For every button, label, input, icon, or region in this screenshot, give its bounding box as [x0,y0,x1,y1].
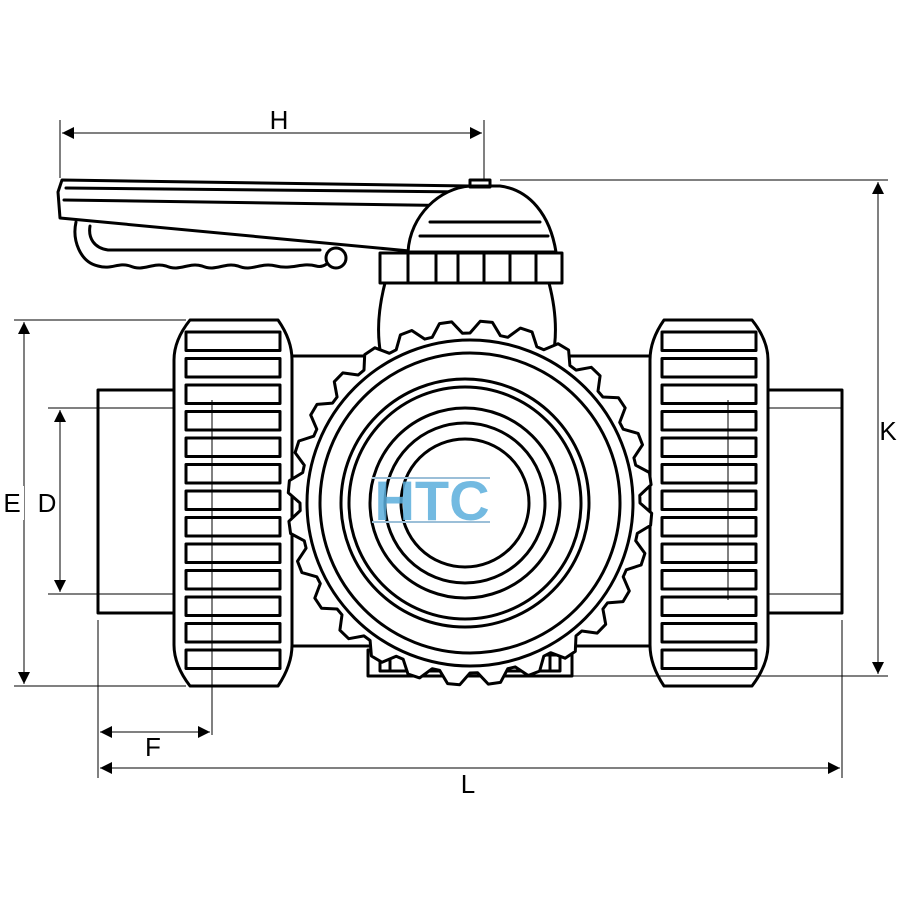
nut-rib [660,383,758,405]
nut-rib [660,648,758,670]
nut-rib [184,383,282,405]
nut-rib [660,542,758,564]
nut-rib [660,569,758,591]
nut-rib [184,463,282,485]
htc-watermark: HTC [372,469,490,532]
union-nut-left [172,318,294,735]
nut-rib [660,410,758,432]
nut-rib [184,489,282,511]
handle [56,178,564,285]
dim-label-K: K [879,416,897,446]
dim-label-E: E [3,488,20,518]
dimension-E: E [2,322,31,684]
dimension-F: F [100,726,210,762]
nut-rib [184,648,282,670]
union-nut-left-ribs [184,330,282,670]
nut-rib [660,436,758,458]
dim-label-H: H [270,105,289,135]
nut-rib [184,595,282,617]
union-nut-right [648,318,770,688]
nut-rib [660,516,758,538]
nut-rib [660,622,758,644]
dimension-H: H [62,105,482,139]
nut-rib [184,622,282,644]
nut-rib [184,330,282,352]
extension-lines [14,120,888,778]
nut-rib [184,357,282,379]
dim-label-D: D [38,488,57,518]
dimension-K: K [872,182,897,674]
nut-rib [660,463,758,485]
union-nut-right-ribs [660,330,758,670]
nut-rib [184,436,282,458]
dimension-L: L [100,762,840,799]
nut-rib [184,410,282,432]
nut-rib [184,542,282,564]
nut-rib [660,489,758,511]
dimension-D: D [36,410,66,592]
nut-rib [660,595,758,617]
nut-rib [184,569,282,591]
front-union [286,319,654,687]
dim-label-L: L [461,769,475,799]
nut-rib [660,357,758,379]
nut-rib [660,330,758,352]
nut-rib [184,516,282,538]
dim-label-F: F [145,732,161,762]
